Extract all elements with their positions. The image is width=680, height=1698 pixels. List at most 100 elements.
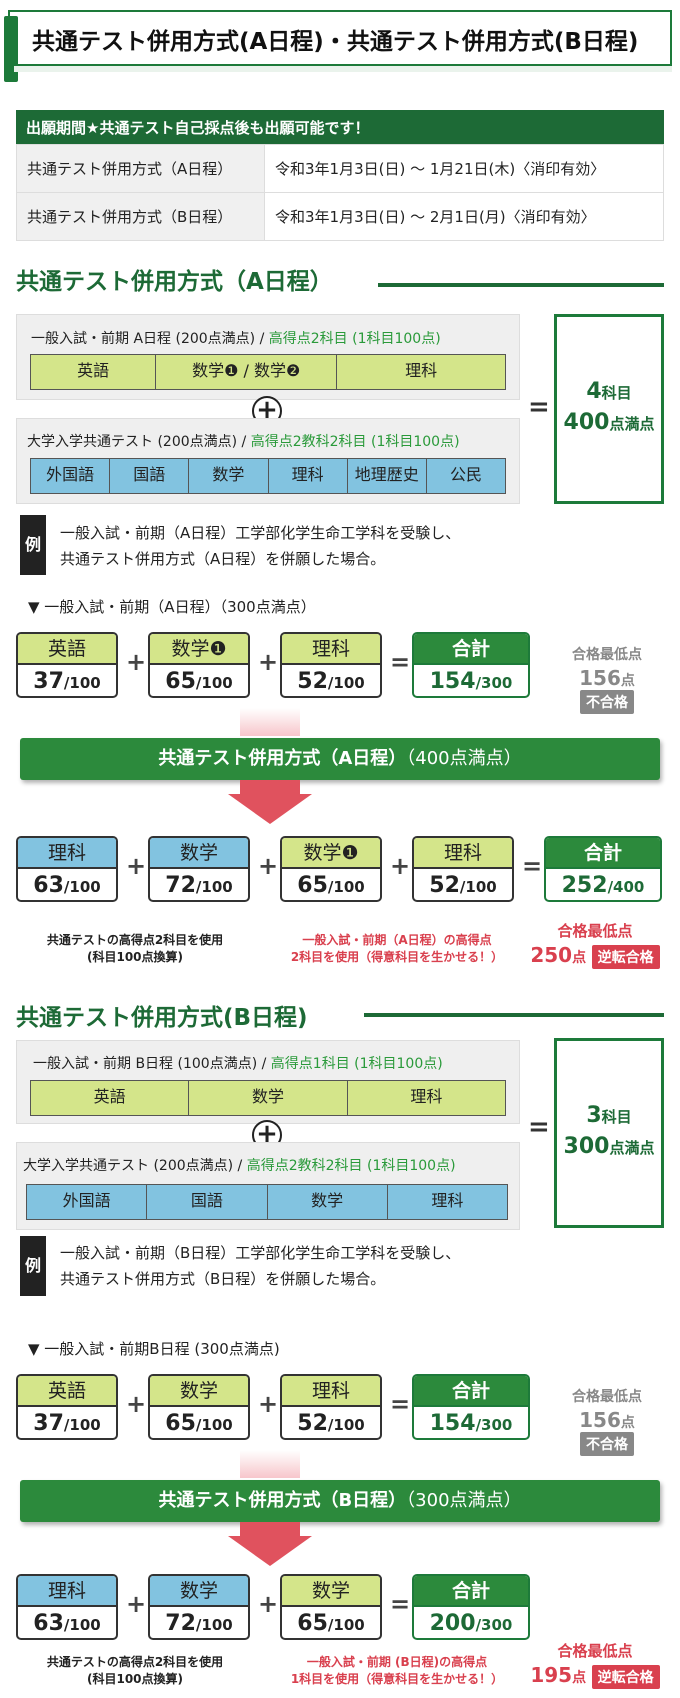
min-score: 合格最低点 195点 逆転合格 [520, 1640, 670, 1689]
page-title: 共通テスト併用方式(A日程)・共通テスト併用方式(B日程) [32, 29, 639, 55]
min-score: 合格最低点 156点 不合格 [550, 644, 664, 714]
period-label: 共通テスト併用方式（A日程） [16, 144, 265, 193]
arrow-stem [240, 780, 300, 794]
b-example-text: 一般入試・前期（B日程）工学部化学生命工学科を受験し、共通テスト併用方式（B日程… [60, 1244, 461, 1288]
down-arrow-icon [228, 794, 312, 824]
total-count: 3科目 [586, 1103, 632, 1128]
subject-cell: 数学 [268, 1185, 388, 1219]
plus-sign: + [258, 1390, 279, 1418]
equals-sign: = [390, 1590, 411, 1618]
equals-sign: = [390, 648, 411, 676]
example-badge: 例 [20, 515, 46, 575]
total-points: 400点満点 [563, 410, 655, 435]
b-general-subjects: 英語 数学 理科 [30, 1080, 506, 1116]
a-sub-heading: ▼ 一般入試・前期（A日程）（300点満点） [28, 598, 316, 616]
total-points: 300点満点 [563, 1134, 655, 1159]
b-total-box: 3科目 300点満点 [554, 1038, 664, 1228]
note-common: 共通テストの高得点2科目を使用(科目100点換算) [46, 933, 224, 964]
subject-cell: 英語 [31, 1081, 190, 1115]
b-sub-heading: ▼ 一般入試・前期B日程 (300点満点) [28, 1340, 280, 1358]
note-common: 共通テストの高得点2科目を使用(科目100点換算) [46, 1655, 224, 1686]
arrow-stem [240, 1522, 300, 1536]
section-b-heading: 共通テスト併用方式(B日程) [16, 1005, 308, 1031]
plus-sign: + [126, 1590, 147, 1618]
section-a-heading: 共通テスト併用方式（A日程） [16, 269, 333, 295]
arrow-stem [240, 708, 300, 736]
a-general-title: 一般入試・前期 A日程 (200点満点) / 高得点2科目 (1科目100点) [31, 331, 441, 347]
a-general-subjects: 英語 数学❶ / 数学❷ 理科 [30, 354, 506, 390]
section-b-rule [364, 1013, 664, 1017]
plus-sign: + [258, 648, 279, 676]
total-count: 4科目 [586, 379, 632, 404]
section-a-rule [378, 283, 664, 287]
b-method-banner: 共通テスト併用方式（B日程）（300点満点） [20, 1480, 660, 1522]
plus-sign: + [126, 852, 147, 880]
subject-cell: 数学❶ / 数学❷ [156, 355, 338, 389]
period-value: 令和3年1月3日(日) 〜 1月21日(木)〈消印有効〉 [264, 144, 664, 193]
plus-sign: + [258, 1590, 279, 1618]
result-badge: 逆転合格 [591, 1665, 660, 1689]
a-total-box: 4科目 400点満点 [554, 314, 664, 504]
b-common-subjects: 外国語 国語 数学 理科 [26, 1184, 508, 1220]
subject-cell: 理科 [431, 1191, 464, 1210]
subject-cell: 国語 [110, 459, 190, 493]
subject-cell: 国語 [147, 1185, 268, 1219]
subject-cell: 理科 [410, 1087, 443, 1106]
a-common-subjects: 外国語 国語 数学 理科 地理歴史 公民 [30, 458, 506, 494]
subject-cell: 理科 [405, 361, 438, 380]
example-badge: 例 [20, 1236, 46, 1296]
min-score: 合格最低点 250点 逆転合格 [520, 920, 670, 969]
equals-sign: = [390, 1390, 411, 1418]
period-table: 共通テスト併用方式（A日程）令和3年1月3日(日) 〜 1月21日(木)〈消印有… [16, 144, 664, 241]
plus-sign: + [390, 852, 411, 880]
period-heading: 出願期間★共通テスト自己採点後も出願可能です！ [16, 110, 664, 144]
down-arrow-icon [228, 1536, 312, 1566]
table-row: 共通テスト併用方式（A日程）令和3年1月3日(日) 〜 1月21日(木)〈消印有… [16, 144, 664, 193]
arrow-stem [240, 1450, 300, 1478]
b-common-title: 大学入学共通テスト (200点満点) / 高得点2教科2科目 (1科目100点) [23, 1158, 456, 1174]
equals-sign: = [528, 1112, 550, 1142]
title-shadow [14, 66, 672, 72]
plus-sign: + [258, 852, 279, 880]
subject-cell: 数学 [189, 459, 269, 493]
period-value: 令和3年1月3日(日) 〜 2月1日(月)〈消印有効〉 [264, 192, 664, 241]
subject-cell: 公民 [449, 465, 482, 484]
subject-cell: 理科 [269, 459, 348, 493]
a-method-banner: 共通テスト併用方式（A日程）（400点満点） [20, 738, 660, 780]
result-badge: 不合格 [580, 690, 634, 714]
result-badge: 不合格 [580, 1432, 634, 1456]
page-title-box: 共通テスト併用方式(A日程)・共通テスト併用方式(B日程) [4, 10, 672, 82]
result-badge: 逆転合格 [591, 945, 660, 969]
subject-cell: 英語 [31, 355, 157, 389]
a-common-title: 大学入学共通テスト (200点満点) / 高得点2教科2科目 (1科目100点) [27, 434, 460, 450]
min-score: 合格最低点 156点 不合格 [550, 1386, 664, 1456]
plus-sign: + [126, 1390, 147, 1418]
period-label: 共通テスト併用方式（B日程） [16, 192, 265, 241]
table-row: 共通テスト併用方式（B日程）令和3年1月3日(日) 〜 2月1日(月)〈消印有効… [16, 192, 664, 241]
application-period: 出願期間★共通テスト自己採点後も出願可能です！ 共通テスト併用方式（A日程）令和… [16, 110, 664, 241]
subject-cell: 外国語 [31, 459, 111, 493]
subject-cell: 地理歴史 [348, 459, 427, 493]
subject-cell: 外国語 [27, 1185, 148, 1219]
equals-sign: = [522, 852, 543, 880]
subject-cell: 数学 [189, 1081, 348, 1115]
a-example-text: 一般入試・前期（A日程）工学部化学生命工学科を受験し、共通テスト併用方式（A日程… [60, 524, 461, 568]
